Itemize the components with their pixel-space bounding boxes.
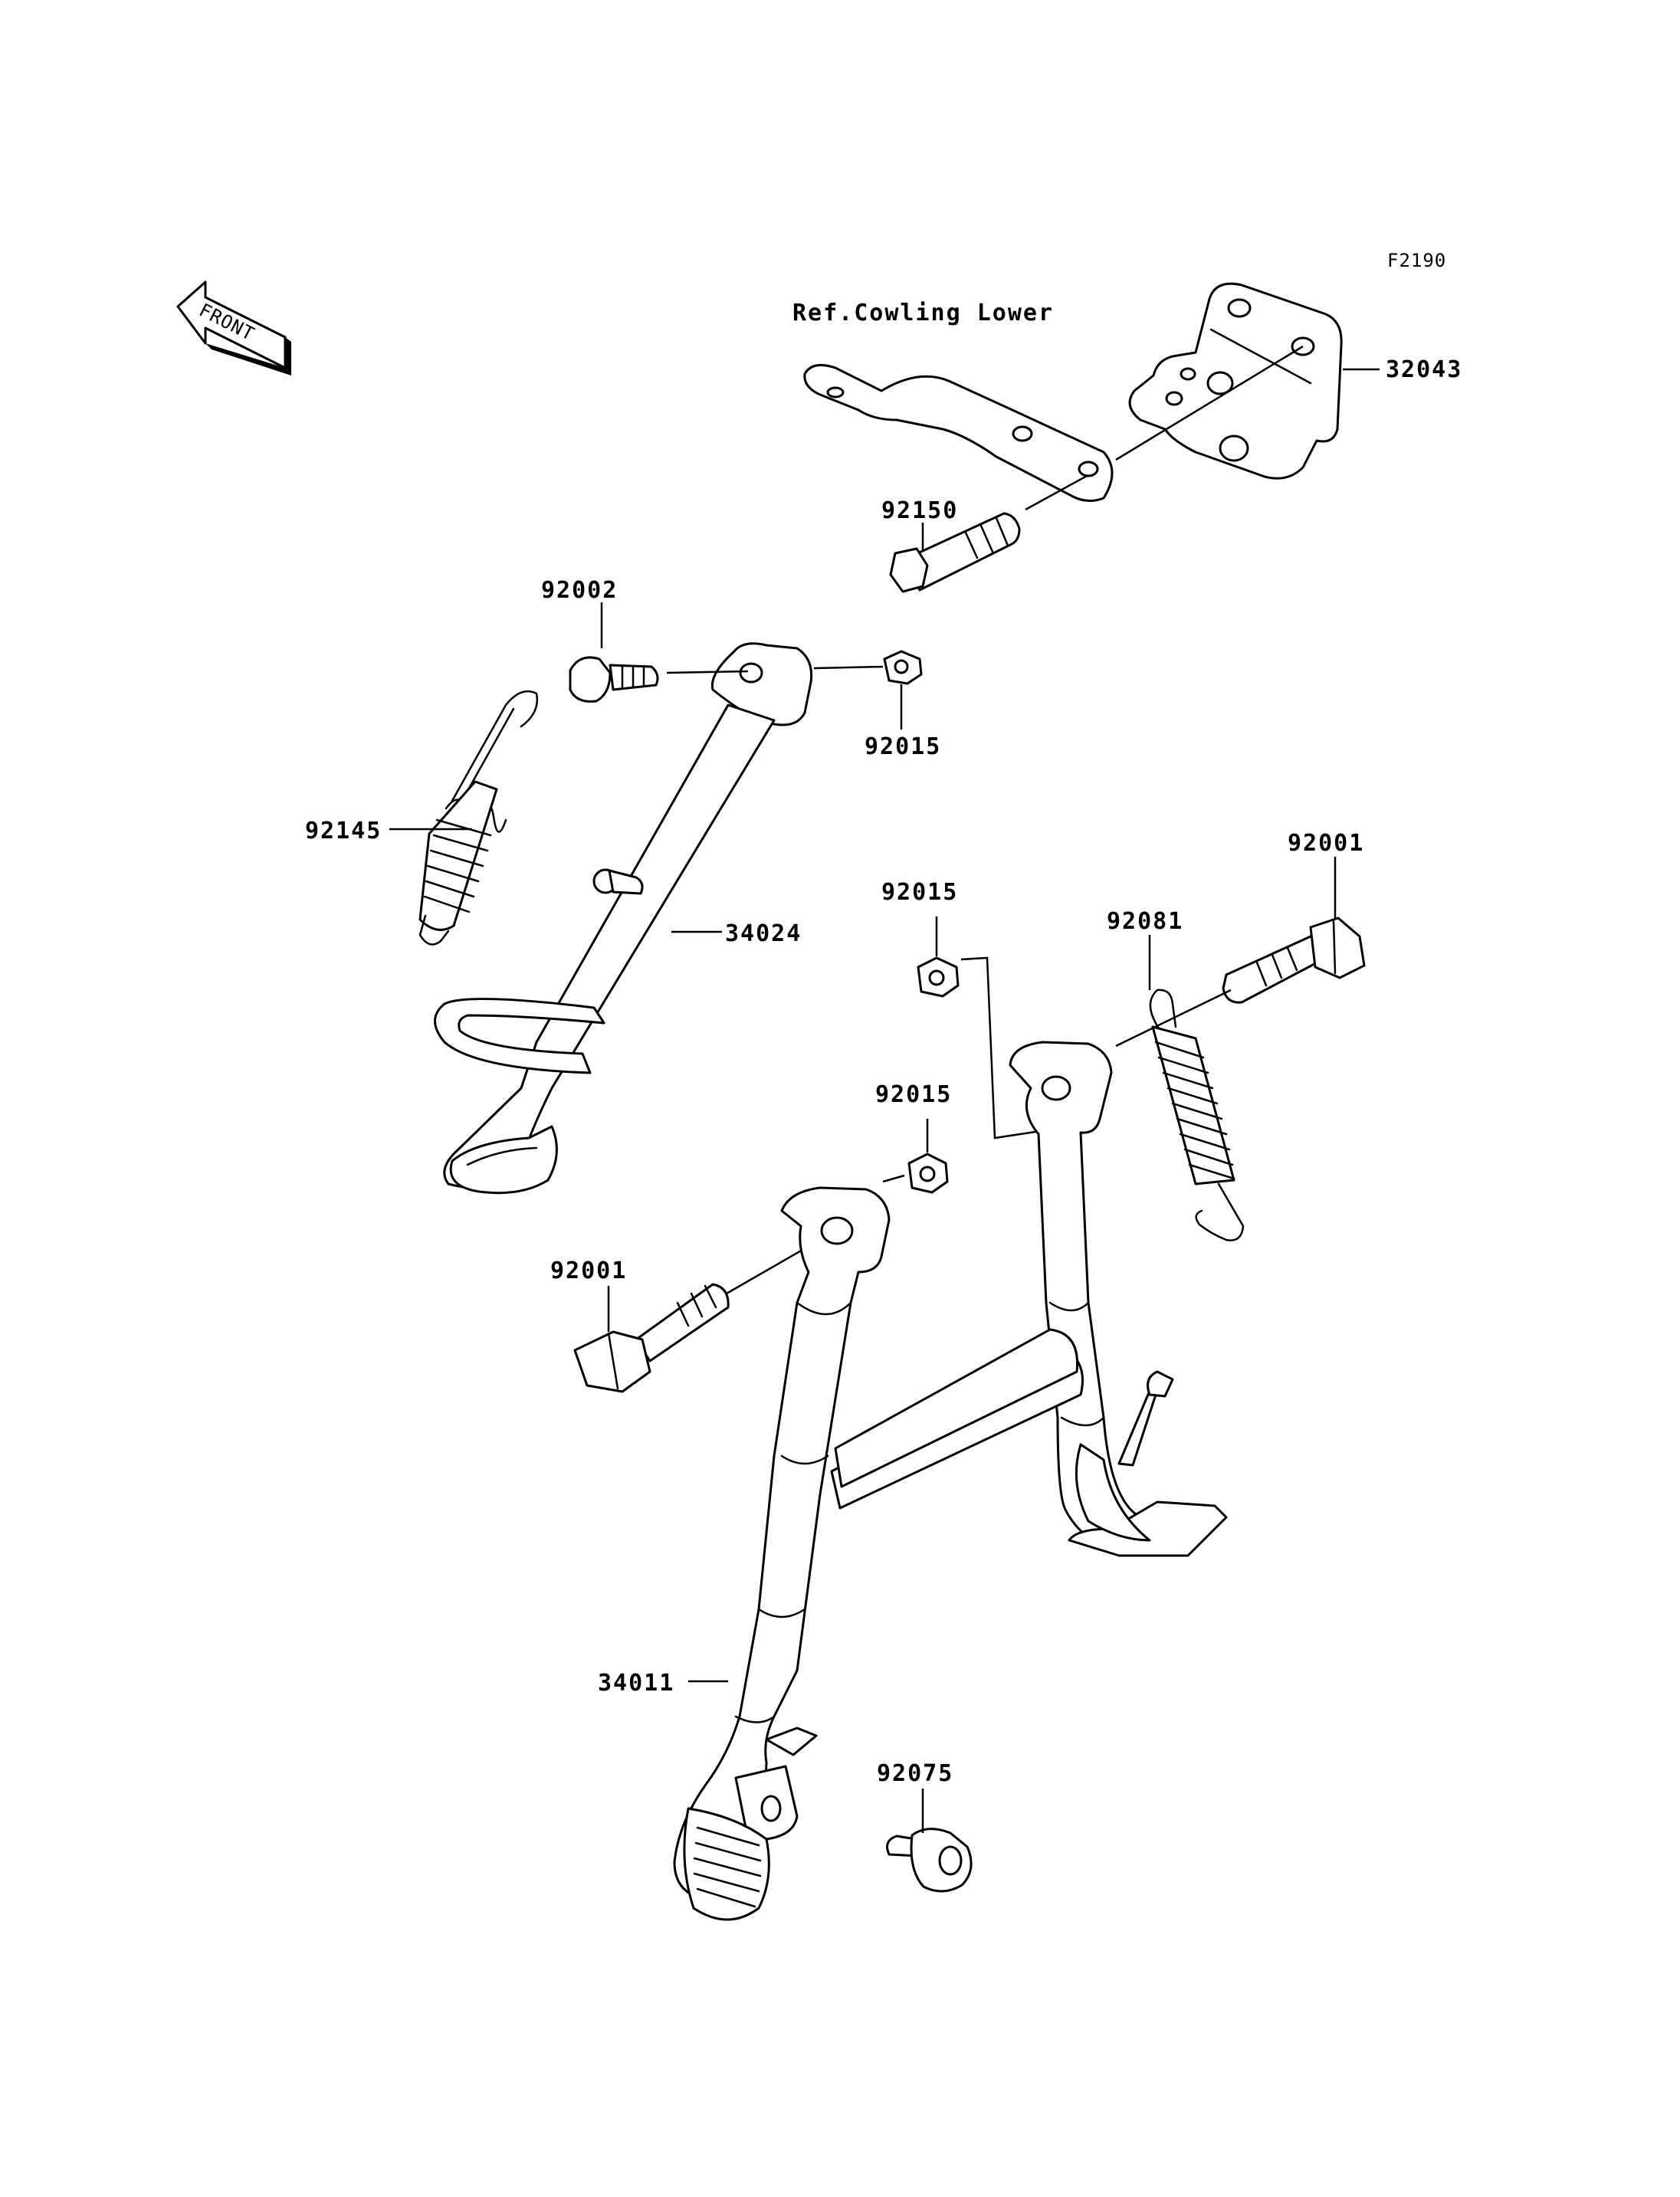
spring-92081 — [1149, 989, 1245, 1241]
callout-92145: 92145 — [305, 818, 382, 844]
nut-92015-mid — [917, 956, 960, 998]
callout-92075: 92075 — [877, 1760, 953, 1787]
callout-92015-mid: 92015 — [881, 879, 958, 906]
callout-92001-right: 92001 — [1288, 830, 1364, 857]
front-arrow-icon: FRONT — [176, 280, 291, 375]
nut-92015-low — [907, 1153, 949, 1194]
callout-92150: 92150 — [881, 497, 958, 524]
callout-92002: 92002 — [541, 577, 618, 604]
side-stand-34024 — [434, 642, 813, 1195]
nut-92015-top — [883, 650, 923, 685]
bracket-32043 — [1128, 282, 1343, 480]
callout-92081: 92081 — [1107, 908, 1183, 935]
ref-cowling-lower-note: Ref.Cowling Lower — [792, 300, 1054, 326]
callout-92015-top: 92015 — [865, 733, 941, 760]
bolt-92001-right — [1222, 917, 1366, 1004]
callout-92015-low: 92015 — [875, 1081, 952, 1108]
callout-32043: 32043 — [1386, 356, 1462, 383]
figure-code: F2190 — [1387, 250, 1446, 271]
callout-34024: 34024 — [725, 920, 802, 947]
spring-92145 — [418, 690, 539, 946]
center-stand-34011 — [673, 1041, 1228, 1921]
bolt-92150 — [889, 512, 1021, 593]
rubber-92075 — [886, 1828, 973, 1893]
callout-34011: 34011 — [598, 1670, 674, 1697]
callout-92001-left: 92001 — [550, 1258, 627, 1284]
cowling-lower-stay — [803, 363, 1114, 502]
bolt-92001-left — [573, 1283, 730, 1393]
pivot-bolt-92002 — [569, 656, 659, 703]
